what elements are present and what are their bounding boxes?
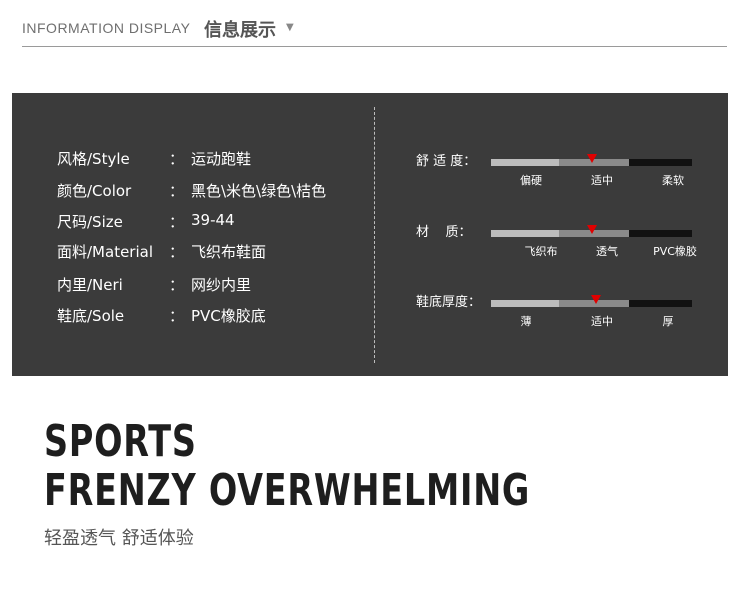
- caret-down-icon: ▼: [286, 22, 294, 33]
- scale-sole-thickness: 鞋底厚度： 薄 适中 厚: [416, 293, 706, 333]
- scale-tick-mid: 透气: [596, 245, 618, 258]
- section-title-cn: 信息展示: [204, 20, 276, 41]
- hero-slogan: 轻盈透气 舒适体验: [44, 528, 194, 549]
- spec-colon: ：: [169, 150, 185, 168]
- spec-colon: ：: [169, 307, 185, 325]
- scale-bar: [491, 225, 692, 237]
- scale-segment-low: [491, 230, 559, 237]
- scale-bar: [491, 154, 692, 166]
- scale-tick-low: 飞织布: [524, 245, 558, 258]
- spec-colon: ：: [169, 243, 185, 261]
- spec-colon: ：: [169, 213, 185, 231]
- spec-value: 网纱内里: [191, 276, 252, 294]
- spec-label: 鞋底/Sole: [57, 307, 125, 325]
- scale-tick-high: PVC橡胶: [653, 245, 697, 258]
- spec-label: 尺码/Size: [57, 213, 123, 231]
- scale-tick-low: 薄: [520, 315, 532, 328]
- level-marker-icon: [586, 225, 597, 234]
- scale-segment-low: [491, 159, 559, 166]
- scale-segment-high: [629, 159, 692, 166]
- spec-value: PVC橡胶底: [191, 307, 266, 325]
- scale-tick-mid: 适中: [591, 174, 613, 187]
- scale-tick-low: 偏硬: [520, 174, 542, 187]
- spec-label: 面料/Material: [57, 243, 153, 261]
- scale-segment-low: [491, 300, 559, 307]
- panel-divider: [374, 107, 375, 363]
- scale-tick-high: 柔软: [662, 174, 684, 187]
- level-marker-icon: [586, 154, 597, 163]
- spec-value: 39-44: [191, 211, 235, 229]
- scale-material: 材 质： 飞织布 透气 PVC橡胶: [416, 223, 706, 263]
- scale-bar: [491, 295, 692, 307]
- scale-tick-high: 厚: [662, 315, 674, 328]
- spec-colon: ：: [169, 276, 185, 294]
- spec-value: 飞织布鞋面: [191, 243, 267, 261]
- scale-label: 鞋底厚度：: [416, 295, 482, 310]
- section-header: INFORMATION DISPLAY 信息展示 ▼: [22, 14, 727, 47]
- scale-label: 材 质：: [416, 225, 472, 240]
- spec-label: 内里/Neri: [57, 276, 123, 294]
- scale-segment-high: [629, 230, 692, 237]
- spec-colon: ：: [169, 182, 185, 200]
- info-panel: 风格/Style ： 运动跑鞋 颜色/Color ： 黑色\米色\绿色\桔色 尺…: [12, 93, 728, 376]
- section-title-en: INFORMATION DISPLAY: [22, 20, 191, 36]
- level-marker-icon: [590, 295, 601, 304]
- scale-label: 舒 适 度：: [416, 154, 477, 169]
- scale-comfort: 舒 适 度： 偏硬 适中 柔软: [416, 152, 706, 192]
- scale-segment-high: [629, 300, 692, 307]
- hero-title-line2: FRENZY OVERWHELMING: [44, 465, 531, 516]
- spec-value: 黑色\米色\绿色\桔色: [191, 182, 327, 200]
- scale-tick-mid: 适中: [591, 315, 613, 328]
- hero-title-line1: SPORTS: [44, 416, 197, 467]
- spec-value: 运动跑鞋: [191, 150, 252, 168]
- spec-label: 风格/Style: [57, 150, 130, 168]
- spec-label: 颜色/Color: [57, 182, 132, 200]
